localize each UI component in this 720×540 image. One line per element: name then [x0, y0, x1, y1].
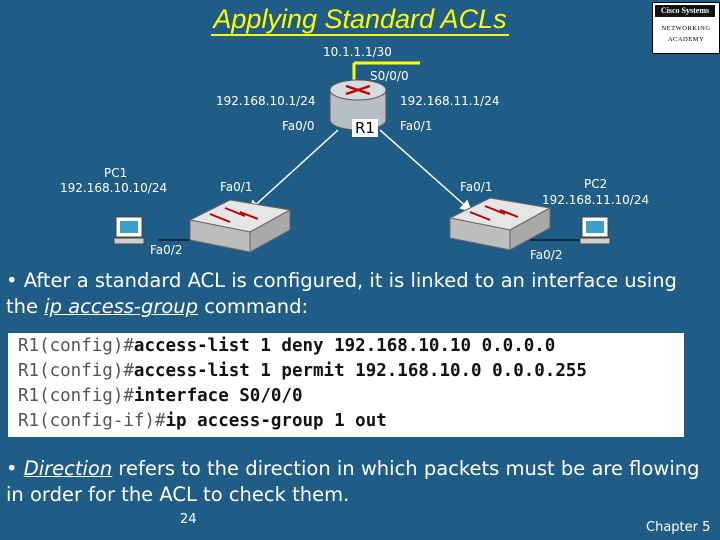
serial-ip-label: 10.1.1.1/30	[323, 45, 392, 59]
logo-line1: NETWORKING	[661, 25, 711, 32]
pc2-ip-label: 192.168.11.10/24	[542, 193, 650, 207]
fa01-link-arrow	[379, 129, 473, 212]
code-line-4: R1(config-if)#ip access-group 1 out	[18, 411, 387, 431]
sw2-fa01-label: Fa0/1	[460, 180, 493, 194]
r1-left-ip-label: 192.168.10.1/24	[216, 94, 316, 108]
bullet-2-marker: •	[6, 457, 24, 480]
bullet-1: • After a standard ACL is configured, it…	[6, 268, 706, 320]
bullet-2-text: refers to the direction in which packets…	[6, 457, 700, 506]
code-line-2: R1(config)#access-list 1 permit 192.168.…	[18, 361, 587, 381]
pc2-icon	[579, 216, 611, 245]
page-number: 24	[180, 512, 197, 527]
sw2-fa02-label: Fa0/2	[530, 248, 563, 262]
sw1-fa01-label: Fa0/1	[220, 180, 253, 194]
pc2-name-label: PC2	[584, 177, 608, 191]
code-line-3: R1(config)#interface S0/0/0	[18, 386, 303, 406]
bullet-1-text: • After a standard ACL is configured, it…	[6, 269, 677, 318]
pc1-icon	[113, 216, 145, 245]
bullet-1-command: ip access-group	[44, 295, 199, 318]
pc1-ip-label: 192.168.10.10/24	[60, 181, 168, 195]
bullet-2-term: Direction	[23, 457, 113, 480]
r1-right-ip-label: 192.168.11.1/24	[400, 94, 500, 108]
config-code-box: R1(config)#access-list 1 deny 192.168.10…	[8, 333, 684, 437]
logo-line2: ACADEMY	[667, 36, 705, 43]
chapter-label: Chapter 5	[646, 520, 711, 535]
pc1-name-label: PC1	[104, 166, 128, 180]
cisco-academy-logo: Cisco Systems NETWORKING ACADEMY	[652, 2, 720, 54]
fa00-link-arrow	[247, 129, 339, 213]
switch-icon-left	[188, 199, 292, 253]
sw1-fa02-label: Fa0/2	[150, 243, 183, 257]
switch-icon-right	[448, 197, 552, 251]
bullet-1-tail: command:	[198, 295, 309, 318]
code-line-1: R1(config)#access-list 1 deny 192.168.10…	[18, 336, 556, 356]
serial-interface-label: S0/0/0	[370, 69, 409, 83]
router-name-label: R1	[352, 119, 378, 137]
r1-fa01-label: Fa0/1	[400, 119, 433, 133]
r1-fa00-label: Fa0/0	[282, 119, 315, 133]
bullet-2: • Direction refers to the direction in w…	[6, 456, 706, 508]
slide-title: Applying Standard ACLs	[211, 4, 509, 36]
logo-top: Cisco Systems	[655, 5, 715, 17]
